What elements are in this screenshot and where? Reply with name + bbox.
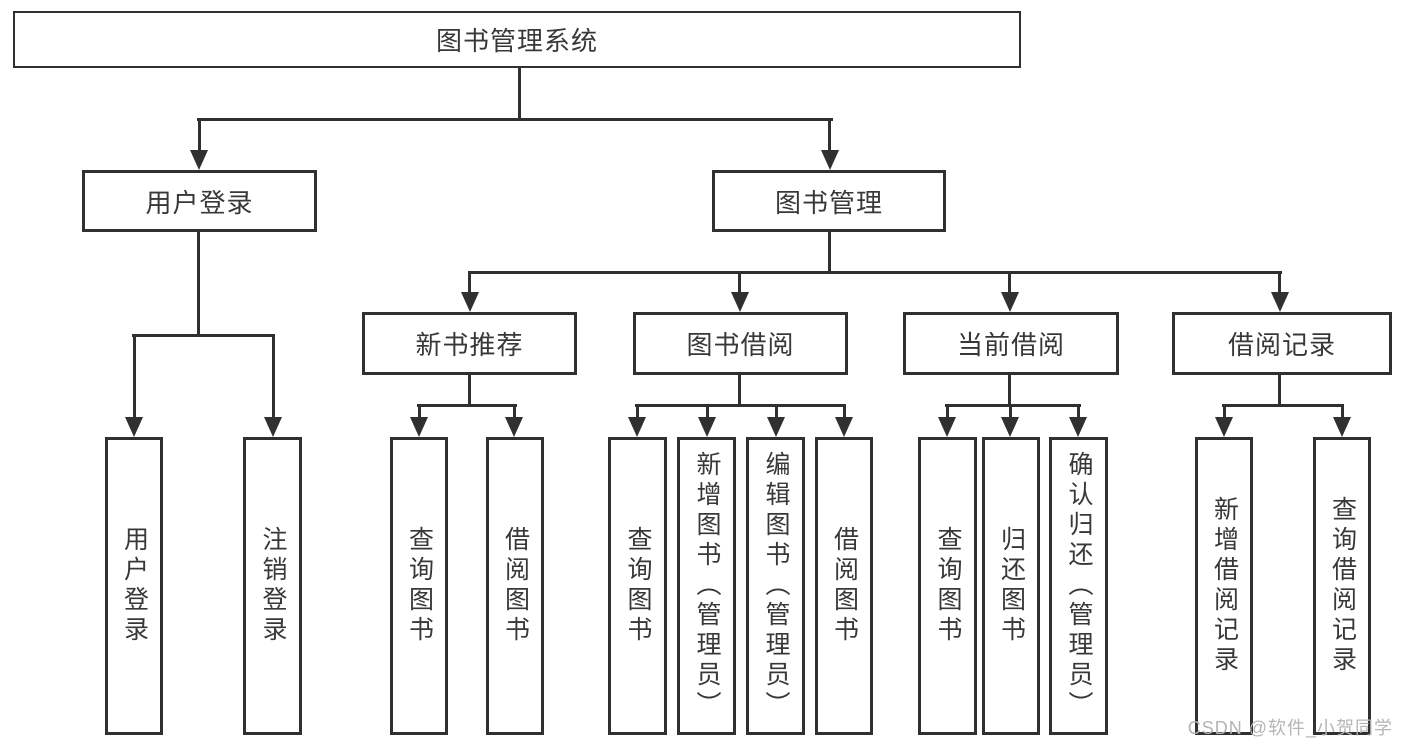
- edge-leaf: [1223, 404, 1226, 422]
- arrow-down-icon: [1001, 417, 1019, 437]
- leaf-add-book-admin: 新增图书（管理员）: [677, 437, 736, 735]
- arrow-down-icon: [125, 417, 143, 437]
- node-borrowing-records: 借阅记录: [1172, 312, 1392, 375]
- edge-to-borrowing-records: [1278, 271, 1281, 297]
- edge-to-book-borrowing: [738, 271, 741, 297]
- node-book-borrowing: 图书借阅: [633, 312, 848, 375]
- arrow-down-icon: [628, 417, 646, 437]
- edge-leaf: [1009, 404, 1012, 422]
- edge-to-current-borrowing: [1008, 271, 1011, 297]
- arrow-down-icon: [1069, 417, 1087, 437]
- node-book-management: 图书管理: [712, 170, 946, 232]
- edge-leaf: [1077, 404, 1080, 422]
- edge-leaf: [1341, 404, 1344, 422]
- edge-leaf: [513, 404, 516, 422]
- leaf-borrow-books-recommend: 借阅图书: [486, 437, 544, 735]
- node-current-borrowing: 当前借阅: [903, 312, 1119, 375]
- connector-current-borrow-stem: [1008, 375, 1011, 406]
- leaf-query-books-recommend: 查询图书: [390, 437, 448, 735]
- arrow-down-icon: [264, 417, 282, 437]
- connector-new-books-bus: [417, 404, 517, 407]
- leaf-logout: 注销登录: [243, 437, 302, 735]
- connector-user-login-stem: [197, 232, 200, 336]
- edge-leaf: [843, 404, 846, 422]
- arrow-down-icon: [767, 417, 785, 437]
- arrow-down-icon: [190, 150, 208, 170]
- connector-borrow-records-bus: [1222, 404, 1344, 407]
- connector-borrow-records-stem: [1278, 375, 1281, 406]
- connector-book-borrow-bus: [635, 404, 845, 407]
- connector-user-login-bus: [132, 334, 275, 337]
- edge-to-new-book-recommendation: [468, 271, 471, 297]
- leaf-borrow-books: 借阅图书: [815, 437, 873, 735]
- connector-current-borrow-bus: [945, 404, 1081, 407]
- arrow-down-icon: [835, 417, 853, 437]
- edge-to-user-login: [198, 118, 201, 154]
- arrow-down-icon: [1333, 417, 1351, 437]
- edge-to-leaf-user-login: [133, 334, 136, 422]
- arrow-down-icon: [731, 292, 749, 312]
- edge-leaf: [418, 404, 421, 422]
- node-new-book-recommendation: 新书推荐: [362, 312, 577, 375]
- node-user-login: 用户登录: [82, 170, 317, 232]
- connector-book-management-stem: [828, 232, 831, 273]
- connector-new-books-stem: [468, 375, 471, 406]
- leaf-add-borrow-record: 新增借阅记录: [1195, 437, 1253, 735]
- leaf-query-books-current: 查询图书: [918, 437, 977, 735]
- arrow-down-icon: [1271, 292, 1289, 312]
- arrow-down-icon: [938, 417, 956, 437]
- arrow-down-icon: [505, 417, 523, 437]
- connector-level2-bus: [197, 118, 833, 121]
- edge-leaf: [706, 404, 709, 422]
- edge-leaf: [946, 404, 949, 422]
- leaf-query-borrow-record: 查询借阅记录: [1313, 437, 1371, 735]
- leaf-edit-book-admin: 编辑图书（管理员）: [746, 437, 805, 735]
- leaf-return-books: 归还图书: [982, 437, 1040, 735]
- arrow-down-icon: [698, 417, 716, 437]
- node-library-management-system: 图书管理系统: [13, 11, 1021, 68]
- arrow-down-icon: [1215, 417, 1233, 437]
- arrow-down-icon: [461, 292, 479, 312]
- leaf-confirm-return-admin: 确认归还（管理员）: [1049, 437, 1108, 735]
- leaf-query-books-borrow: 查询图书: [608, 437, 667, 735]
- leaf-user-login: 用户登录: [105, 437, 163, 735]
- connector-book-borrow-stem: [738, 375, 741, 406]
- watermark: CSDN @软件_小贺同学: [1187, 718, 1393, 738]
- arrow-down-icon: [1001, 292, 1019, 312]
- arrow-down-icon: [821, 150, 839, 170]
- connector-root-stem: [518, 68, 521, 120]
- edge-leaf: [636, 404, 639, 422]
- edge-leaf: [775, 404, 778, 422]
- arrow-down-icon: [410, 417, 428, 437]
- edge-to-leaf-logout: [272, 334, 275, 422]
- connector-level3-bus: [468, 271, 1282, 274]
- edge-to-book-management: [828, 118, 831, 154]
